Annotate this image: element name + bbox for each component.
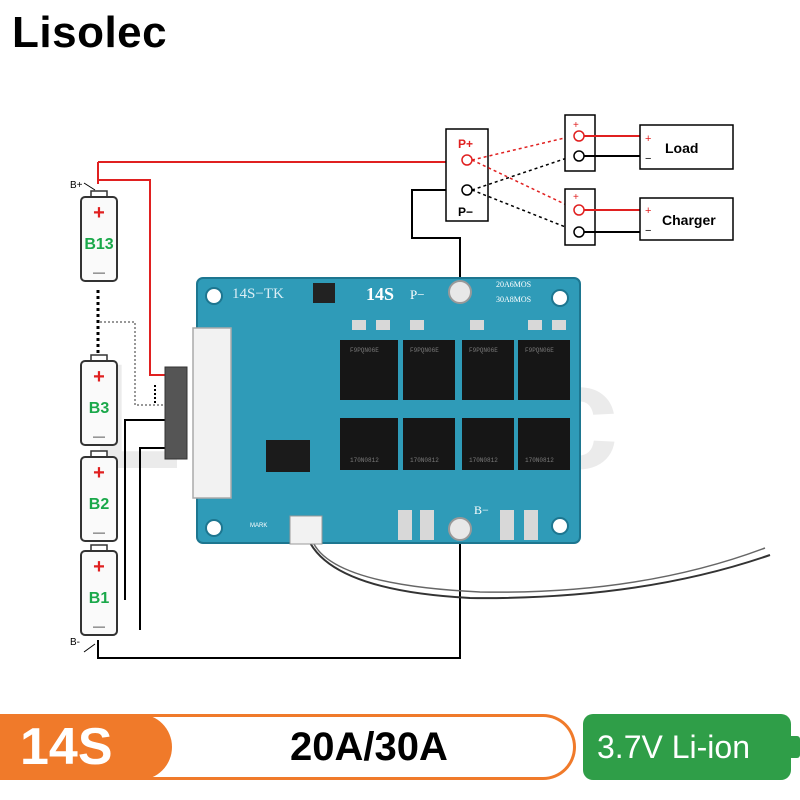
svg-text:B−: B− (474, 503, 489, 517)
svg-text:B13: B13 (84, 236, 113, 253)
svg-text:—: — (93, 619, 105, 633)
wiring-diagram: + B13 — + B3 — + B2 — + B1 — B+ B- P+ P− (70, 114, 771, 659)
svg-text:+: + (645, 133, 651, 145)
bms-board: 14S−TK 14S P− 20A6MOS 30A8MOS B− MARK F9… (164, 277, 581, 545)
cell-b3: + B3 — (80, 354, 118, 446)
svg-text:14S: 14S (366, 284, 394, 304)
svg-text:20A6MOS: 20A6MOS (496, 280, 531, 289)
svg-text:+: + (93, 556, 105, 578)
b-plus-label: B+ (70, 180, 83, 191)
svg-text:F9PQN06E: F9PQN06E (410, 347, 439, 354)
battery-type-label: 3.7V Li-ion (597, 729, 750, 765)
svg-text:+: + (93, 366, 105, 388)
svg-text:+: + (93, 462, 105, 484)
svg-text:−: − (645, 153, 651, 165)
output-terminal-block: P+ P− (445, 128, 489, 222)
svg-text:Charger: Charger (662, 212, 716, 228)
svg-text:F9PQN06E: F9PQN06E (469, 347, 498, 354)
load-box: + − Load (639, 124, 734, 170)
svg-text:—: — (93, 265, 105, 279)
svg-text:B2: B2 (89, 496, 110, 513)
svg-text:Load: Load (665, 140, 698, 156)
svg-text:F9PQN06E: F9PQN06E (350, 347, 379, 354)
cell-count-label: 14S (20, 718, 113, 776)
b-minus-label: B- (70, 637, 80, 648)
svg-text:P+: P+ (458, 137, 473, 151)
svg-text:170N0812: 170N0812 (410, 457, 439, 464)
svg-text:−: − (645, 225, 651, 237)
battery-tip-icon (790, 736, 800, 758)
svg-text:MARK: MARK (250, 523, 267, 529)
svg-text:14S−TK: 14S−TK (232, 286, 284, 302)
svg-text:+: + (93, 202, 105, 224)
svg-text:P−: P− (458, 205, 473, 219)
svg-text:B3: B3 (89, 400, 110, 417)
cell-count-badge: 14S (0, 714, 172, 780)
svg-text:B1: B1 (89, 590, 110, 607)
cell-b1: + B1 — (80, 544, 118, 636)
svg-text:+: + (645, 205, 651, 217)
cell-b13: + B13 — (80, 190, 118, 282)
charger-connector: + (564, 188, 643, 246)
svg-text:170N0812: 170N0812 (525, 457, 554, 464)
current-rating: 20A/30A (290, 725, 448, 769)
svg-text:+: + (573, 120, 579, 131)
load-connector: + (564, 114, 643, 172)
battery-type-badge: 3.7V Li-ion (583, 714, 800, 780)
positive-wires (97, 161, 458, 376)
cell-b2: + B2 — (80, 450, 118, 542)
svg-text:P−: P− (410, 287, 425, 302)
output-connections (471, 135, 574, 231)
svg-text:—: — (93, 429, 105, 443)
svg-text:170N0812: 170N0812 (350, 457, 379, 464)
negative-wires (96, 189, 461, 659)
svg-text:F9PQN06E: F9PQN06E (525, 347, 554, 354)
spec-banner: 14S 20A/30A (0, 714, 576, 780)
svg-text:170N0812: 170N0812 (469, 457, 498, 464)
charger-box: + − Charger (639, 197, 734, 241)
brand-logo: Lisolec (12, 8, 168, 57)
temperature-probe-cable (304, 529, 771, 600)
svg-text:—: — (93, 525, 105, 539)
svg-text:30A8MOS: 30A8MOS (496, 295, 531, 304)
svg-text:+: + (573, 192, 579, 203)
